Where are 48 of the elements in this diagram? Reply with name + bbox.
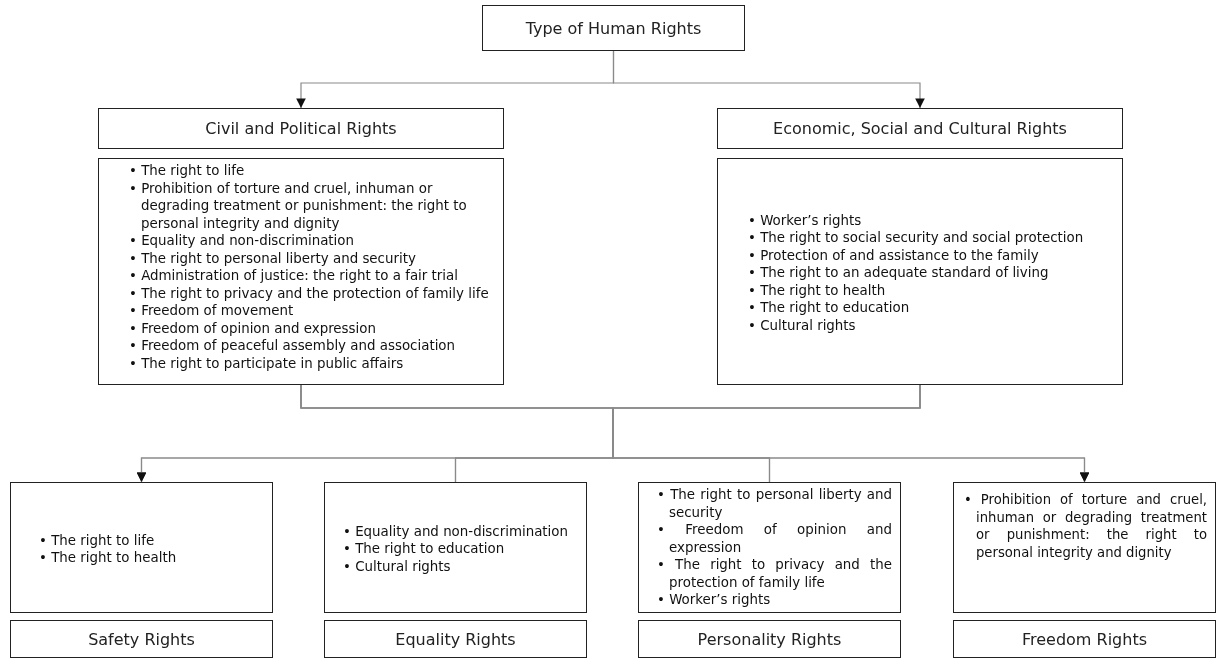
category-title: Safety Rights <box>88 629 195 649</box>
list-item: • Administration of justice: the right to a fair trial <box>129 267 459 285</box>
list-item: • The right to life <box>129 162 246 180</box>
list-item: • Equality and non-discrimination <box>343 522 570 541</box>
list-item: • Equality and non-discrimination <box>129 232 356 250</box>
rights-list-box <box>717 158 1123 385</box>
category-title: Personality Rights <box>697 629 842 649</box>
list-item: • The right to personal liberty and security <box>657 486 892 521</box>
rights-list-box <box>638 482 901 613</box>
list-item: • Cultural rights <box>343 557 452 576</box>
category-box <box>10 620 273 658</box>
rights-list-box <box>10 482 273 613</box>
list-item: • The right to life <box>39 531 156 549</box>
list-item: • The right to education <box>748 299 911 317</box>
list-item: • Protection of and assistance to the family <box>748 246 1040 265</box>
category-box <box>953 620 1216 658</box>
list-item: • The right to social security and social protection <box>748 229 1085 247</box>
list-item: • Worker’s rights <box>748 211 863 230</box>
category-title: Economic, Social and Cultural Rights <box>773 119 1067 138</box>
list-item: • The right to personal liberty and security <box>129 249 417 267</box>
list-item: • Freedom of movement <box>129 302 295 320</box>
list-item: • Prohibition of torture and cruel, inhuman or degrading treatment or punishment: the right to personal integrity and dignity <box>964 491 1207 561</box>
list-item: • Freedom of opinion and expression <box>129 319 377 337</box>
category-title: Freedom Rights <box>1021 629 1147 649</box>
rights-list-box <box>98 158 504 385</box>
category-box <box>98 108 504 149</box>
list-item: • Worker’s rights <box>657 591 772 609</box>
category-title: Equality Rights <box>395 629 516 649</box>
list-item: • The right to participate in public affairs <box>129 354 405 372</box>
list-item: • Cultural rights <box>748 316 857 335</box>
category-box <box>717 108 1123 149</box>
rights-list-box <box>953 482 1216 613</box>
list-item: • The right to an adequate standard of living <box>748 264 1050 282</box>
category-box <box>324 620 587 658</box>
list-item: • The right to privacy and the protection of family life <box>129 284 490 302</box>
list-item: • Prohibition of torture and cruel, inhuman or degrading treatment or punishment: the right to personal integrity and dignity <box>129 179 468 232</box>
rights-list-box <box>324 482 587 613</box>
list-item: • Freedom of opinion and expression <box>657 521 892 556</box>
category-box <box>482 5 745 51</box>
list-item: • Freedom of peaceful assembly and association <box>129 337 457 355</box>
list-item: • The right to health <box>748 281 887 300</box>
category-title: Type of Human Rights <box>525 18 702 38</box>
list-item: • The right to health <box>39 549 178 567</box>
list-item: • The right to education <box>343 540 506 558</box>
category-title: Civil and Political Rights <box>205 119 397 138</box>
list-item: • The right to privacy and the protection of family life <box>657 556 892 591</box>
category-box <box>638 620 901 658</box>
arrow <box>612 50 925 109</box>
